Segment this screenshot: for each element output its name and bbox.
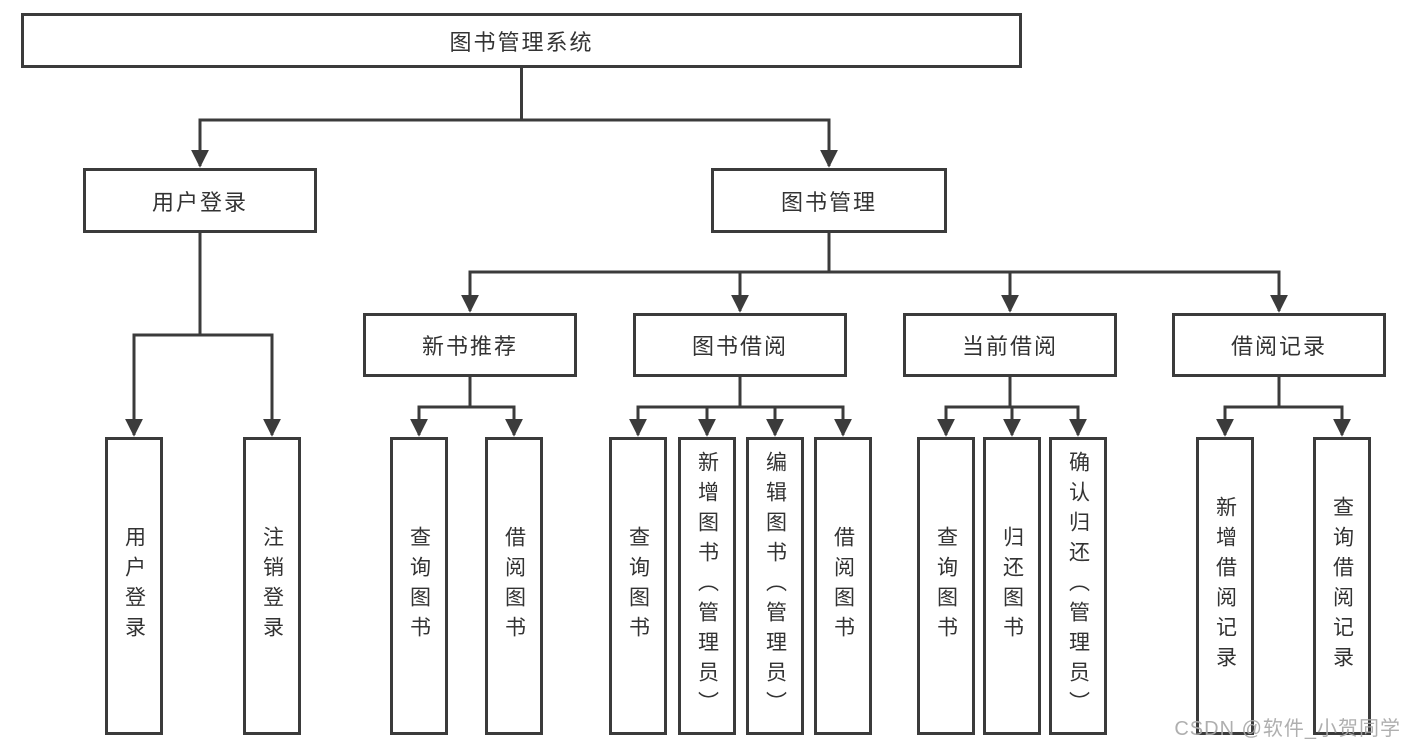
leaf-add-borrow-record: 新增借阅记录 [1196,437,1254,735]
leaf-query-borrow-record: 查询借阅记录 [1313,437,1371,735]
leaf-query-books-borrow-label: 查询图书 [626,526,650,646]
leaf-query-books-current-label: 查询图书 [934,526,958,646]
leaf-confirm-return-admin-label: 确认归还（管理员） [1066,451,1090,721]
leaf-query-books-recommend: 查询图书 [390,437,448,735]
node-current-borrow: 当前借阅 [903,313,1117,377]
leaf-edit-book-admin: 编辑图书（管理员） [746,437,804,735]
node-book-borrow: 图书借阅 [633,313,847,377]
leaf-return-book-label: 归还图书 [1000,526,1024,646]
node-user-login: 用户登录 [83,168,317,233]
leaf-borrow-books-borrow: 借阅图书 [814,437,872,735]
leaf-query-books-recommend-label: 查询图书 [407,526,431,646]
csdn-watermark: CSDN @软件_小贺同学 [1174,718,1401,740]
leaf-borrow-books-recommend-label: 借阅图书 [502,526,526,646]
node-new-book-recommend-label: 新书推荐 [421,334,518,359]
leaf-query-books-current: 查询图书 [917,437,975,735]
node-user-login-label: 用户登录 [151,189,248,215]
node-book-management-label: 图书管理 [780,189,877,215]
leaf-user-login-label: 用户登录 [122,526,146,646]
leaf-query-books-borrow: 查询图书 [609,437,667,735]
node-current-borrow-label: 当前借阅 [961,334,1058,359]
leaf-borrow-books-borrow-label: 借阅图书 [831,526,855,646]
leaf-add-borrow-record-label: 新增借阅记录 [1213,496,1237,676]
node-borrow-records-label: 借阅记录 [1230,334,1327,359]
leaf-user-login: 用户登录 [105,437,163,735]
node-book-borrow-label: 图书借阅 [691,334,788,359]
node-root: 图书管理系统 [21,13,1022,68]
leaf-add-book-admin: 新增图书（管理员） [678,437,736,735]
leaf-confirm-return-admin: 确认归还（管理员） [1049,437,1107,735]
node-book-management: 图书管理 [711,168,947,233]
leaf-edit-book-admin-label: 编辑图书（管理员） [763,451,787,721]
node-borrow-records: 借阅记录 [1172,313,1386,377]
leaf-logout: 注销登录 [243,437,301,735]
node-new-book-recommend: 新书推荐 [363,313,577,377]
node-root-label: 图书管理系统 [449,29,594,55]
leaf-query-borrow-record-label: 查询借阅记录 [1330,496,1354,676]
leaf-return-book: 归还图书 [983,437,1041,735]
leaf-add-book-admin-label: 新增图书（管理员） [695,451,719,721]
leaf-logout-label: 注销登录 [260,526,284,646]
leaf-borrow-books-recommend: 借阅图书 [485,437,543,735]
